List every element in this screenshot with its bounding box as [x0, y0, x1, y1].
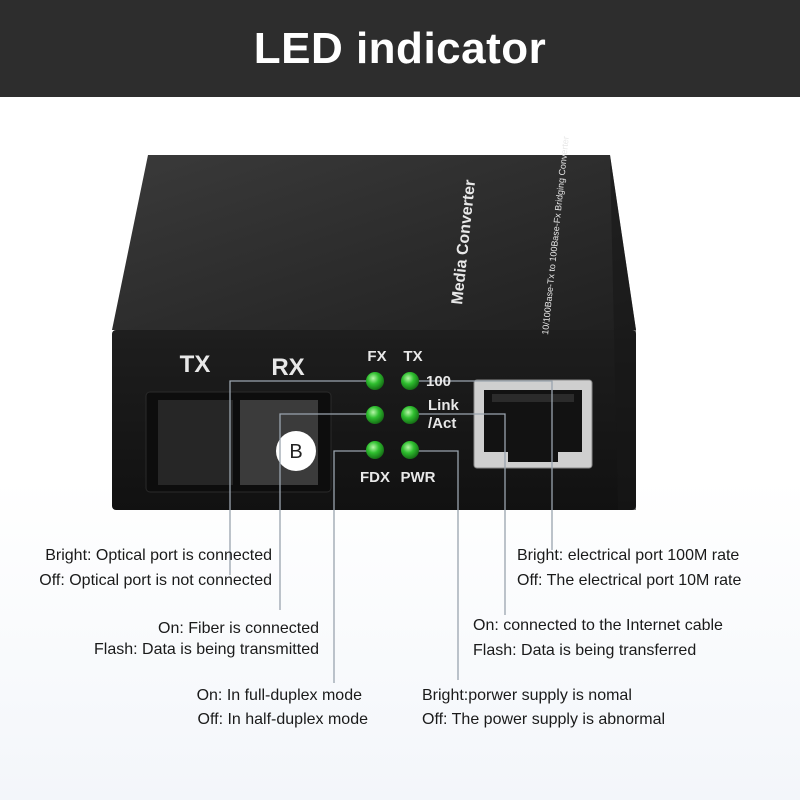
label-led-pwr: PWR	[401, 469, 436, 486]
port-badge-circle	[276, 431, 316, 471]
led-link-act	[401, 406, 419, 424]
led-fdx	[366, 441, 384, 459]
label-led-act: /Act	[428, 415, 456, 432]
label-led-tx: TX	[403, 348, 422, 365]
label-led-fdx: FDX	[360, 469, 390, 486]
callout-link-flash: Flash: Data is being transferred	[473, 642, 697, 659]
fiber-port-block	[145, 391, 332, 493]
callout-link-on: On: connected to the Internet cable	[473, 617, 723, 634]
label-port-tx: TX	[180, 351, 211, 378]
led-100	[401, 372, 419, 390]
callout-fdx-on: On: In full-duplex mode	[196, 687, 362, 704]
fiber-port-tx	[158, 400, 233, 485]
header-banner: LED indicator	[0, 0, 800, 97]
callout-fiber-flash: Flash: Data is being transmitted	[94, 641, 319, 658]
page-title: LED indicator	[253, 24, 547, 73]
led-fx	[366, 372, 384, 390]
label-led-100: 100	[426, 373, 451, 390]
device-side-face	[610, 155, 636, 510]
rj45-port	[473, 379, 593, 469]
line-fiber	[279, 413, 372, 610]
label-port-badge: B	[289, 441, 302, 463]
label-led-link: Link	[428, 397, 459, 414]
callout-fx-on: Bright: Optical port is connected	[45, 547, 272, 564]
line-speed	[411, 380, 553, 550]
callout-fiber-on: On: Fiber is connected	[158, 620, 319, 637]
led-fiber-link	[366, 406, 384, 424]
line-link	[411, 413, 506, 615]
callout-pwr-off: Off: The power supply is abnormal	[422, 711, 666, 728]
led-pwr	[401, 441, 419, 459]
line-fx	[229, 380, 372, 575]
callout-pwr-on: Bright:porwer supply is nomal	[422, 687, 632, 704]
label-port-rx: RX	[271, 354, 304, 381]
callout-speed-on: Bright: electrical port 100M rate	[517, 547, 740, 564]
line-pwr	[411, 450, 459, 680]
callout-fdx-off: Off: In half-duplex mode	[197, 711, 368, 728]
device-top-face	[112, 155, 636, 330]
callout-fx-off: Off: Optical port is not connected	[39, 572, 272, 589]
led-group	[366, 372, 419, 459]
line-fdx	[333, 450, 372, 683]
callout-lines	[229, 380, 553, 683]
callout-speed-off: Off: The electrical port 10M rate	[517, 572, 742, 589]
label-led-fx: FX	[367, 348, 386, 365]
